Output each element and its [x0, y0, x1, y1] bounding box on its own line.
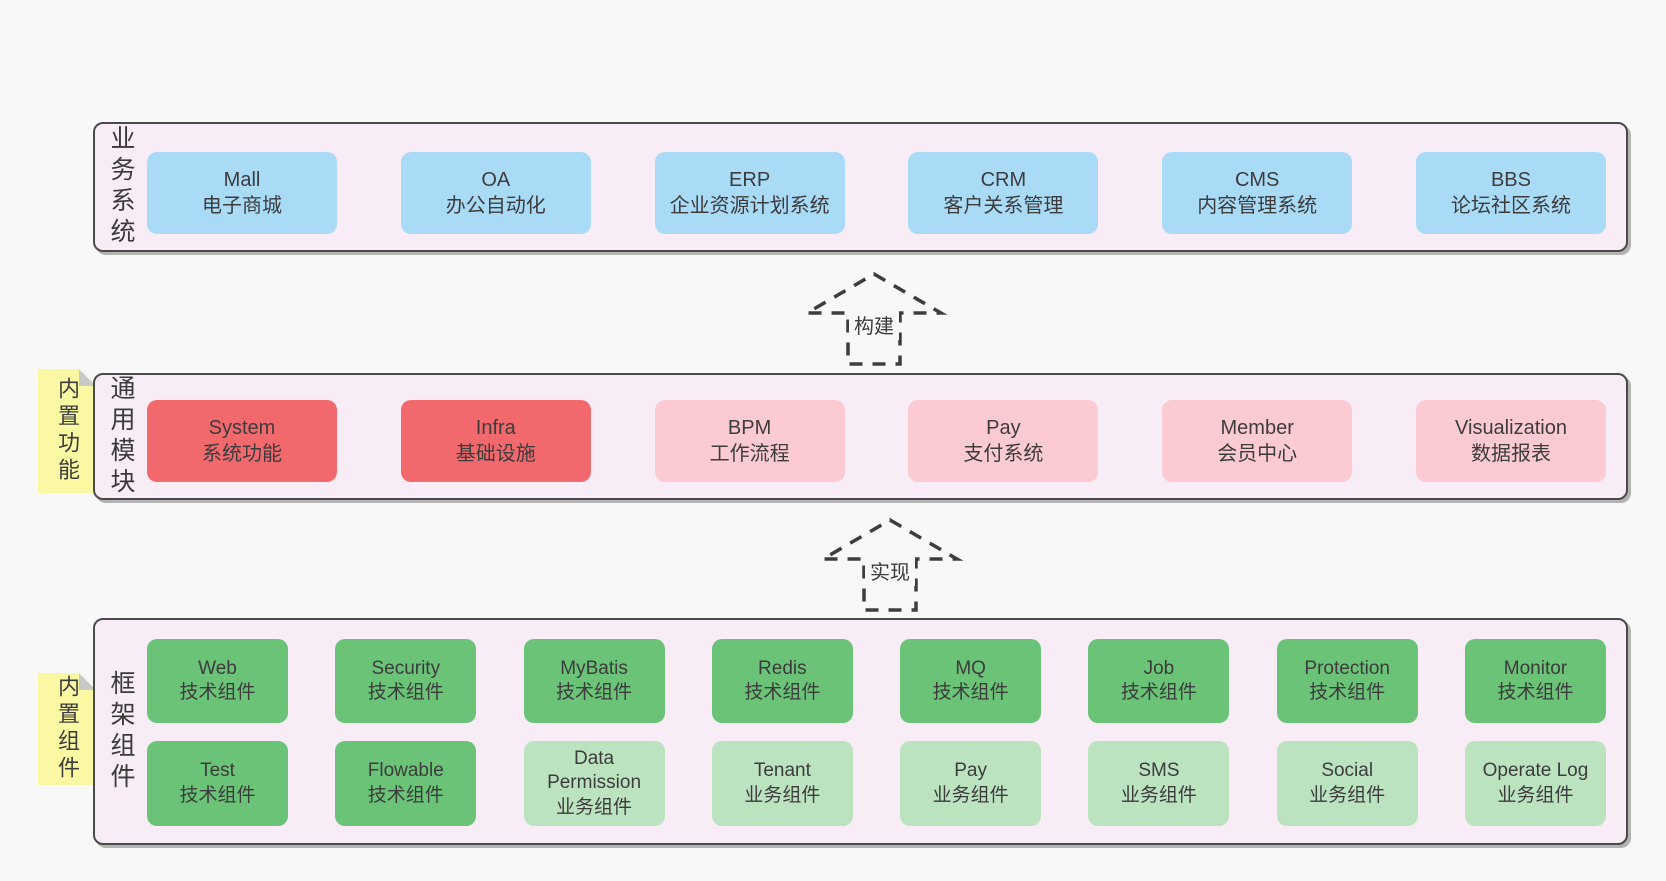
component-box-flowable: Flowable 技术组件	[335, 741, 477, 826]
common-modules-row: System 系统功能 Infra 基础设施 BPM 工作流程 Pay 支付系统…	[147, 400, 1606, 482]
common-modules-side-label: 通用模块	[107, 374, 135, 499]
implement-arrow-label: 实现	[865, 555, 915, 586]
business-systems-side-label: 业务系统	[107, 125, 135, 249]
module-box-bpm: BPM 工作流程	[654, 400, 845, 482]
component-box-mq: MQ 技术组件	[900, 639, 1042, 723]
module-box-member: Member 会员中心	[1162, 400, 1353, 482]
system-box-oa: OA 办公自动化	[400, 152, 591, 234]
system-box-mall: Mall 电子商城	[147, 152, 337, 234]
component-box-sms: SMS 业务组件	[1088, 741, 1230, 826]
framework-components-side-label: 框架组件	[107, 669, 135, 794]
framework-components-row-1: Web 技术组件 Security 技术组件 MyBatis 技术组件 Redi…	[147, 639, 1606, 723]
component-box-protection: Protection 技术组件	[1276, 639, 1418, 723]
common-modules-panel: 通用模块 System 系统功能 Infra 基础设施 BPM 工作流程 Pay…	[93, 373, 1628, 500]
module-box-pay: Pay 支付系统	[908, 400, 1099, 482]
component-box-web: Web 技术组件	[147, 639, 288, 723]
system-box-cms: CMS 内容管理系统	[1162, 152, 1353, 234]
build-arrow-label: 构建	[849, 309, 899, 340]
component-box-monitor: Monitor 技术组件	[1464, 639, 1606, 723]
component-box-data-permission: Data Permission 业务组件	[523, 741, 665, 826]
business-systems-panel: 业务系统 Mall 电子商城 OA 办公自动化 ERP 企业资源计划系统 CRM…	[93, 122, 1628, 252]
component-box-tenant: Tenant 业务组件	[711, 741, 853, 826]
component-box-social: Social 业务组件	[1276, 741, 1418, 826]
framework-components-row-2: Test 技术组件 Flowable 技术组件 Data Permission …	[147, 741, 1606, 826]
builtin-features-tag: 内置功能	[38, 369, 96, 493]
build-arrow: 构建	[799, 271, 949, 368]
component-box-operate-log: Operate Log 业务组件	[1464, 741, 1606, 826]
module-box-visualization: Visualization 数据报表	[1415, 400, 1606, 482]
builtin-components-tag-label: 内置组件	[55, 675, 80, 783]
component-box-mybatis: MyBatis 技术组件	[523, 639, 665, 723]
system-box-bbs: BBS 论坛社区系统	[1415, 152, 1606, 234]
system-box-erp: ERP 企业资源计划系统	[654, 152, 845, 234]
component-box-redis: Redis 技术组件	[711, 639, 853, 723]
implement-arrow: 实现	[815, 517, 965, 614]
component-box-job: Job 技术组件	[1088, 639, 1230, 723]
builtin-components-tag: 内置组件	[38, 673, 96, 785]
component-box-security: Security 技术组件	[335, 639, 477, 723]
system-box-crm: CRM 客户关系管理	[908, 152, 1099, 234]
component-box-pay: Pay 业务组件	[900, 741, 1042, 826]
module-box-infra: Infra 基础设施	[400, 400, 591, 482]
component-box-test: Test 技术组件	[147, 741, 288, 826]
builtin-features-tag-label: 内置功能	[55, 377, 80, 485]
business-systems-row: Mall 电子商城 OA 办公自动化 ERP 企业资源计划系统 CRM 客户关系…	[147, 152, 1606, 234]
framework-components-panel: 框架组件 Web 技术组件 Security 技术组件 MyBatis 技术组件…	[93, 618, 1628, 845]
module-box-system: System 系统功能	[147, 400, 337, 482]
